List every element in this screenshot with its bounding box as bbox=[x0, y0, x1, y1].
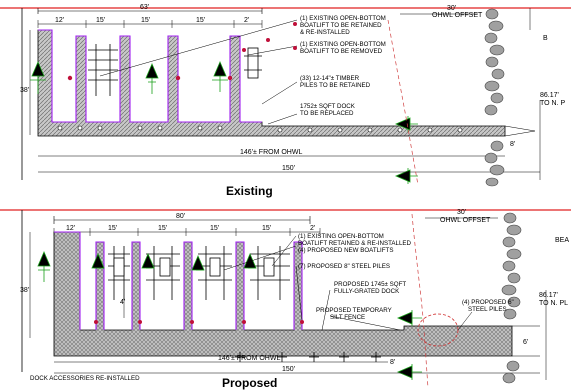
note-existing-3: (33) 12-14"± TIMBER PILES TO BE RETAINED bbox=[300, 75, 371, 89]
seg-dim-3: 15' bbox=[141, 17, 150, 24]
note-existing-1: (1) EXISTING OPEN-BOTTOM BOATLIFT TO BE … bbox=[300, 15, 388, 36]
left-dim-label-proposed: 38' bbox=[20, 287, 29, 294]
note-proposed-1: (1) EXISTING OPEN-BOTTOM BOATLIFT RETAIN… bbox=[298, 233, 413, 254]
pseg-dim-5: 15' bbox=[262, 225, 271, 232]
seg-dim-4: 15' bbox=[196, 17, 205, 24]
bottom-note: DOCK ACCESSORIES RE-INSTALLED bbox=[30, 375, 140, 382]
note-proposed-5: (4) PROPOSED 6" STEEL PILES bbox=[462, 299, 515, 313]
pseg-dim-6: 2' bbox=[310, 225, 315, 232]
note-proposed-2: (7) PROPOSED 8" STEEL PILES bbox=[298, 263, 390, 270]
caption-proposed: Proposed bbox=[222, 376, 278, 390]
pseg-dim-4: 15' bbox=[210, 225, 219, 232]
ohwl-offset-label: 30'OHWL OFFSET bbox=[432, 5, 483, 19]
edge-letter-proposed: BEA bbox=[555, 237, 569, 244]
caption-existing: Existing bbox=[226, 184, 273, 198]
boat-arrows-proposed bbox=[37, 250, 422, 380]
overall-dimension: 63' bbox=[37, 4, 263, 14]
existing-plan: 63' 12' 15' 15' 15' 2' 38' bbox=[0, 4, 571, 187]
from-ohwl-dim-proposed: 146'± FROM OHWL bbox=[218, 355, 280, 362]
station-label: 86.17'TO N. P bbox=[540, 92, 565, 107]
boat-arrows bbox=[30, 60, 418, 184]
callout-leaders bbox=[99, 19, 298, 125]
rock-shoreline-proposed bbox=[501, 212, 522, 384]
seg-dim-1: 12' bbox=[55, 17, 64, 24]
seg-dim-5: 2' bbox=[244, 17, 249, 24]
total-dim-proposed: 150' bbox=[282, 366, 295, 373]
pseg-dim-1: 12' bbox=[66, 225, 75, 232]
existing-dock bbox=[37, 29, 506, 137]
total-dim: 150' bbox=[282, 165, 295, 172]
pseg-dim-3: 15' bbox=[158, 225, 167, 232]
proposed-dock bbox=[53, 231, 513, 362]
note-existing-2: (1) EXISTING OPEN-BOTTOM BOATLIFT TO BE … bbox=[300, 41, 388, 55]
ohwl-offset-label-proposed: 30'OHWL OFFSET bbox=[440, 209, 491, 224]
note-existing-4: 1752± SQFT DOCK TO BE REPLACED bbox=[300, 103, 357, 117]
station-label-proposed: 86.17'TO N. PL bbox=[539, 292, 568, 307]
rock-shoreline bbox=[484, 8, 505, 187]
overall-dim-label: 63' bbox=[140, 4, 149, 11]
pseg-dim-2: 15' bbox=[108, 225, 117, 232]
note-proposed-4: PROPOSED TEMPORARY SILT FENCE bbox=[316, 307, 393, 321]
edge-letter: B bbox=[543, 35, 548, 42]
proposed-plan: 80' 12' 15' 15' 15' 15' 2' 38' bbox=[0, 209, 571, 389]
slip-width-dim: 4' bbox=[120, 299, 125, 306]
walkway-dim: 8' bbox=[510, 141, 515, 148]
left-dim-label: 38' bbox=[20, 87, 29, 94]
ohwl-offset-line bbox=[387, 19, 419, 186]
segment-dimensions: 12' 15' 15' 15' 2' bbox=[37, 17, 263, 28]
note-proposed-3: PROPOSED 1745± SQFT FULLY-GRATED DOCK bbox=[334, 281, 408, 295]
overall-dim-label-proposed: 80' bbox=[176, 213, 185, 220]
seg-dim-2: 15' bbox=[96, 17, 105, 24]
walkway-right-dim: 6' bbox=[523, 339, 528, 346]
from-ohwl-dim: 146'± FROM OHWL bbox=[240, 149, 302, 156]
walkway-bottom-dim: 8' bbox=[390, 359, 395, 366]
